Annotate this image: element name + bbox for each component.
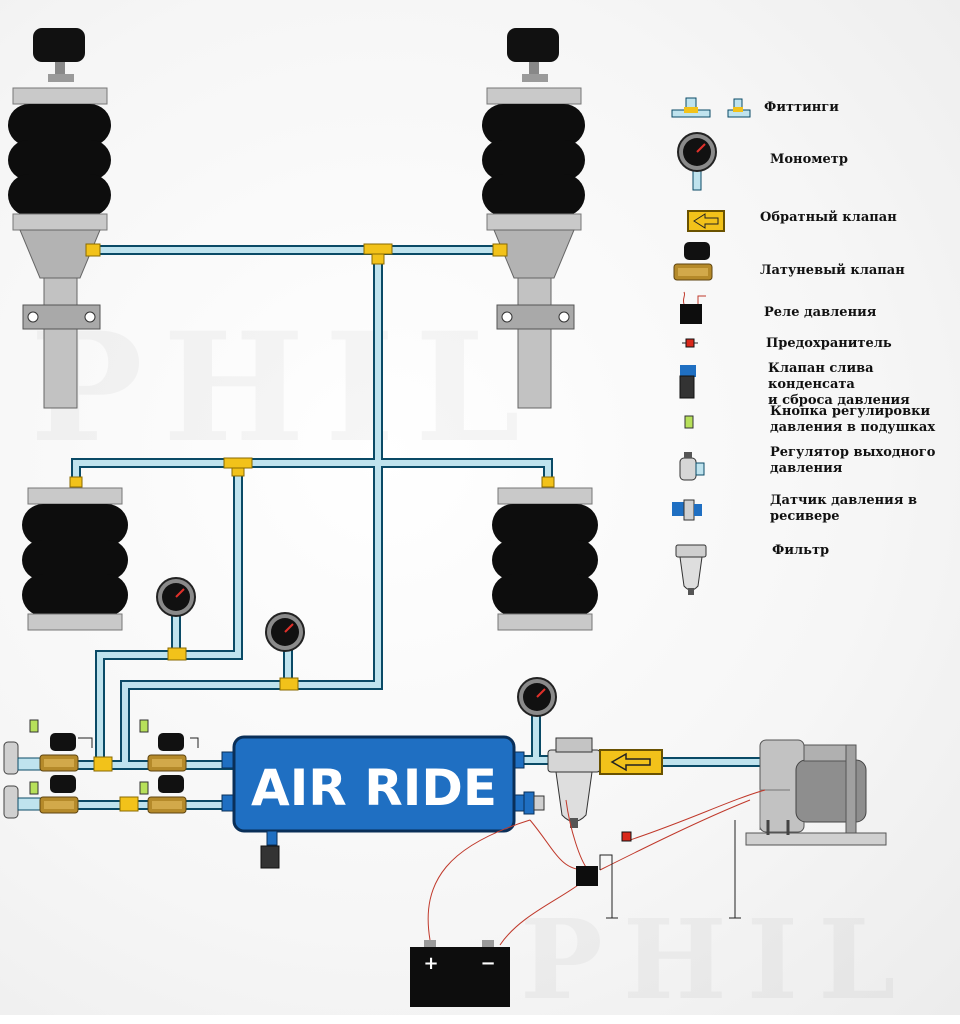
legend-label-fuse: Предохранитель (766, 336, 892, 351)
gauge-icon (677, 132, 717, 191)
fuse (621, 831, 632, 842)
legend-label-check-valve: Обратный клапан (760, 210, 897, 225)
check-valve (599, 749, 663, 775)
fuse-icon (682, 338, 698, 348)
battery-plus: + (423, 953, 438, 974)
legend-label-pressure-sensor: Датчик давления в ресивере (770, 493, 917, 524)
pressure-relay (576, 866, 598, 886)
compressor (745, 739, 887, 846)
legend-label-drain-valve: Клапан слива конденсата и сброса давлени… (768, 361, 910, 408)
check-valve-icon (687, 210, 725, 232)
legend-label-adjust-button: Кнопка регулировки давления в подушках (770, 404, 936, 435)
pressure-relay-icon (680, 291, 706, 324)
gauge-front-line (265, 612, 305, 652)
battery-minus: − (480, 953, 495, 974)
brass-valve-icon (673, 241, 713, 281)
front-right-air-strut (481, 27, 586, 409)
rear-left-air-bag (21, 487, 129, 631)
adjust-button-icon (684, 415, 694, 429)
legend-label-filter: Фильтр (772, 543, 830, 558)
legend-icons (671, 97, 751, 595)
valve-block (3, 719, 199, 819)
battery: + − (410, 940, 510, 1007)
legend-label-gauge: Монометр (770, 152, 848, 167)
fitting-icon (671, 97, 751, 118)
filter-icon (675, 544, 707, 595)
receiver-label: AIR RIDE (251, 759, 497, 817)
front-left-air-strut (7, 27, 112, 409)
legend-label-fittings: Фиттинги (764, 100, 839, 115)
legend-label-brass-valve: Латуневый клапан (760, 263, 905, 278)
output-regulator-icon (679, 452, 705, 481)
gauge-rear-line (156, 577, 196, 617)
rear-right-air-bag (491, 487, 599, 631)
pressure-sensor-icon (672, 499, 702, 521)
legend-label-output-regulator: Регулятор выходного давления (770, 445, 936, 476)
legend-label-pressure-relay: Реле давления (764, 305, 877, 320)
gauge-receiver (517, 677, 557, 717)
output-regulator-filter (547, 737, 601, 828)
receiver-pressure-sensor (523, 791, 545, 815)
air-receiver-tank: AIR RIDE (221, 735, 525, 869)
fittings (69, 243, 555, 812)
drain-valve-icon (679, 365, 696, 399)
